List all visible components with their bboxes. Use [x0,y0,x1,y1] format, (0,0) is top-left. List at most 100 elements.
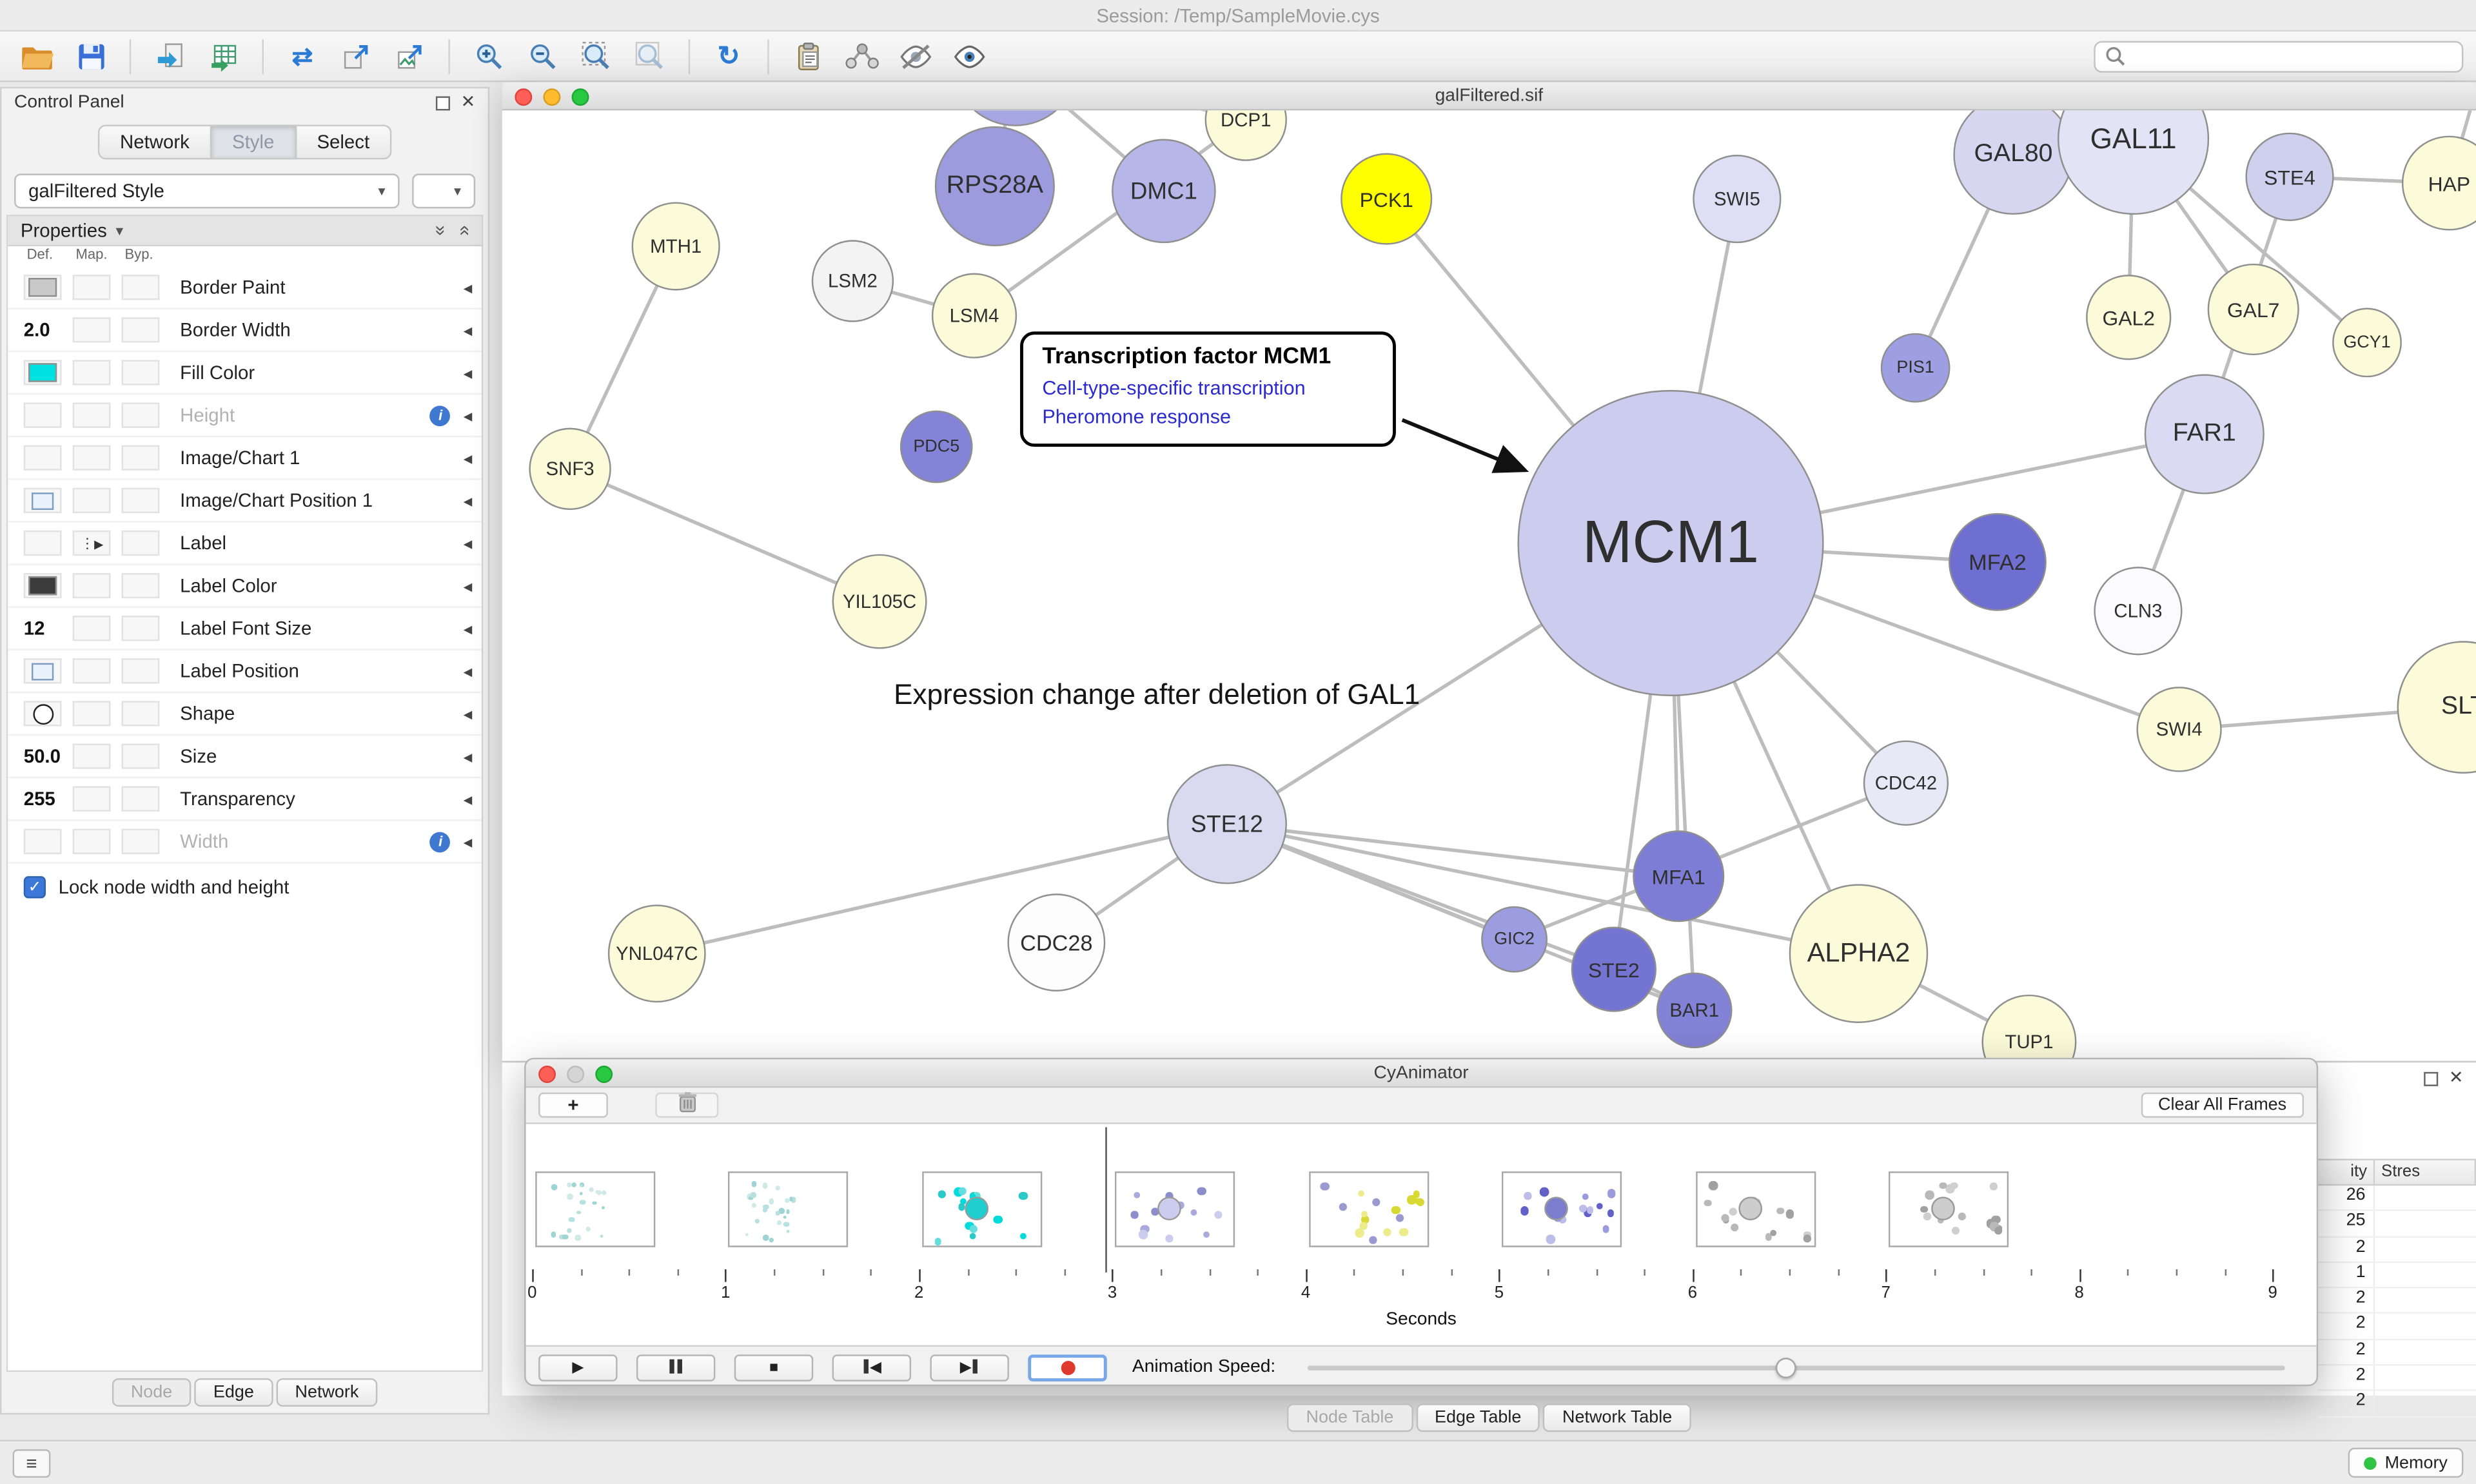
playhead[interactable] [1105,1127,1106,1273]
add-frame-button[interactable]: + [538,1092,608,1118]
expand-arrow-icon[interactable]: ◂ [463,705,473,724]
close-window-button[interactable] [515,87,533,105]
node-yil105c[interactable]: YIL105C [832,554,927,649]
slider-thumb[interactable] [1776,1356,1797,1378]
node-alpha2[interactable]: ALPHA2 [1789,884,1929,1023]
node-mfa1[interactable]: MFA1 [1633,830,1725,923]
node-pis1[interactable]: PIS1 [1880,333,1950,403]
paste-button[interactable] [783,35,832,77]
expand-arrow-icon[interactable]: ◂ [463,321,473,340]
properties-header[interactable]: Properties ▼ » » [8,216,482,247]
frame-thumbnail-5[interactable] [1308,1171,1430,1247]
expand-arrow-icon[interactable]: ◂ [463,662,473,681]
bypass-value-cell[interactable] [121,317,160,343]
open-session-button[interactable] [13,35,62,77]
mapping-value-cell[interactable] [72,275,111,300]
mapping-value-cell[interactable] [72,743,111,769]
node-mfa2[interactable]: MFA2 [1949,513,2047,611]
node-snf3[interactable]: SNF3 [529,427,611,511]
node-swi4[interactable]: SWI4 [2136,687,2222,772]
search-box[interactable] [2094,40,2464,72]
play-button[interactable]: ▶ [538,1354,618,1381]
node-cln3[interactable]: CLN3 [2094,567,2183,656]
annotation-link[interactable]: Pheromone response [1042,405,1232,428]
default-value-cell[interactable] [23,275,62,300]
search-input[interactable] [2132,43,2453,69]
bypass-value-cell[interactable] [121,487,160,513]
expand-arrow-icon[interactable]: ◂ [463,747,473,766]
mapping-value-cell[interactable] [72,786,111,812]
default-value-cell[interactable] [23,402,62,428]
import-table-button[interactable] [199,35,248,77]
node-lsm2[interactable]: LSM2 [811,240,894,322]
zoom-out-button[interactable] [518,35,567,77]
mapping-value-cell[interactable] [72,317,111,343]
node-hap[interactable]: HAP [2401,135,2476,231]
node-pdc5[interactable]: PDC5 [899,410,973,483]
node-dmc1[interactable]: DMC1 [1112,139,1216,244]
export-image-button[interactable] [386,35,435,77]
clear-all-frames-button[interactable]: Clear All Frames [2141,1092,2304,1118]
expand-arrow-icon[interactable]: ◂ [463,449,473,469]
hide-details-button[interactable] [890,35,939,77]
zoom-fit-button[interactable] [572,35,621,77]
node-mcm1[interactable]: MCM1 [1517,389,1824,697]
annotation-box[interactable]: Transcription factor MCM1 Cell-type-spec… [1020,331,1396,447]
mapping-value-cell[interactable] [72,445,111,471]
expand-all-icon[interactable]: » [453,225,475,236]
bypass-value-cell[interactable] [121,616,160,641]
mapping-value-cell[interactable] [72,616,111,641]
frame-thumbnail-2[interactable] [729,1171,849,1247]
bypass-value-cell[interactable] [121,360,160,386]
default-value-cell[interactable] [23,701,62,727]
show-details-button[interactable] [944,35,993,77]
mapping-value-cell[interactable] [72,701,111,727]
bypass-value-cell[interactable] [121,402,160,428]
mapping-value-cell[interactable] [72,402,111,428]
share-network-button[interactable]: ⇄ [278,35,327,77]
export-network-button[interactable] [331,35,380,77]
default-value-cell[interactable]: 50.0 [23,745,61,768]
tab-select[interactable]: Select [296,124,392,160]
memory-button[interactable]: Memory [2348,1447,2464,1478]
column-header[interactable]: Stres [2375,1158,2476,1186]
frame-thumbnail-6[interactable] [1502,1171,1622,1247]
panel-menu-button[interactable]: ≡ [12,1449,51,1478]
zoom-window-button[interactable] [595,1064,613,1082]
expand-arrow-icon[interactable]: ◂ [463,534,473,554]
style-selector[interactable]: galFiltered Style ▾ [14,173,400,209]
bypass-value-cell[interactable] [121,828,160,854]
frame-thumbnail-1[interactable] [535,1171,656,1247]
float-panel-icon[interactable] [435,95,450,110]
zoom-selected-button[interactable] [625,35,674,77]
next-frame-button[interactable]: ▶ [930,1354,1009,1381]
record-button[interactable] [1028,1354,1107,1381]
node-swi5[interactable]: SWI5 [1693,155,1782,244]
import-network-button[interactable] [145,35,194,77]
pause-button[interactable] [636,1354,716,1381]
expand-arrow-icon[interactable]: ◂ [463,832,473,852]
stop-button[interactable]: ■ [734,1354,814,1381]
bypass-value-cell[interactable] [121,530,160,556]
expand-arrow-icon[interactable]: ◂ [463,790,473,810]
default-value-cell[interactable] [23,530,62,556]
close-panel-icon[interactable]: ✕ [460,92,476,112]
default-value-cell[interactable]: 2.0 [23,318,50,341]
expand-arrow-icon[interactable]: ◂ [463,406,473,426]
node-gic2[interactable]: GIC2 [1481,906,1548,973]
save-session-button[interactable] [66,35,115,77]
node-gal2[interactable]: GAL2 [2086,275,2172,360]
bypass-value-cell[interactable] [121,572,160,599]
mapping-value-cell[interactable]: ⋮▶ [72,530,111,556]
column-header[interactable]: ity [2318,1158,2375,1186]
tab-network-table[interactable]: Network Table [1543,1403,1691,1432]
lock-checkbox[interactable]: ✓ [23,876,46,899]
expand-arrow-icon[interactable]: ◂ [463,577,473,596]
default-value-cell[interactable] [23,487,62,513]
tab-edge[interactable]: Edge [194,1378,273,1407]
close-panel-icon[interactable]: ✕ [2448,1068,2464,1088]
node-cdc28[interactable]: CDC28 [1007,893,1106,991]
bypass-value-cell[interactable] [121,445,160,471]
bypass-value-cell[interactable] [121,701,160,727]
node-gcy1[interactable]: GCY1 [2332,308,2402,378]
